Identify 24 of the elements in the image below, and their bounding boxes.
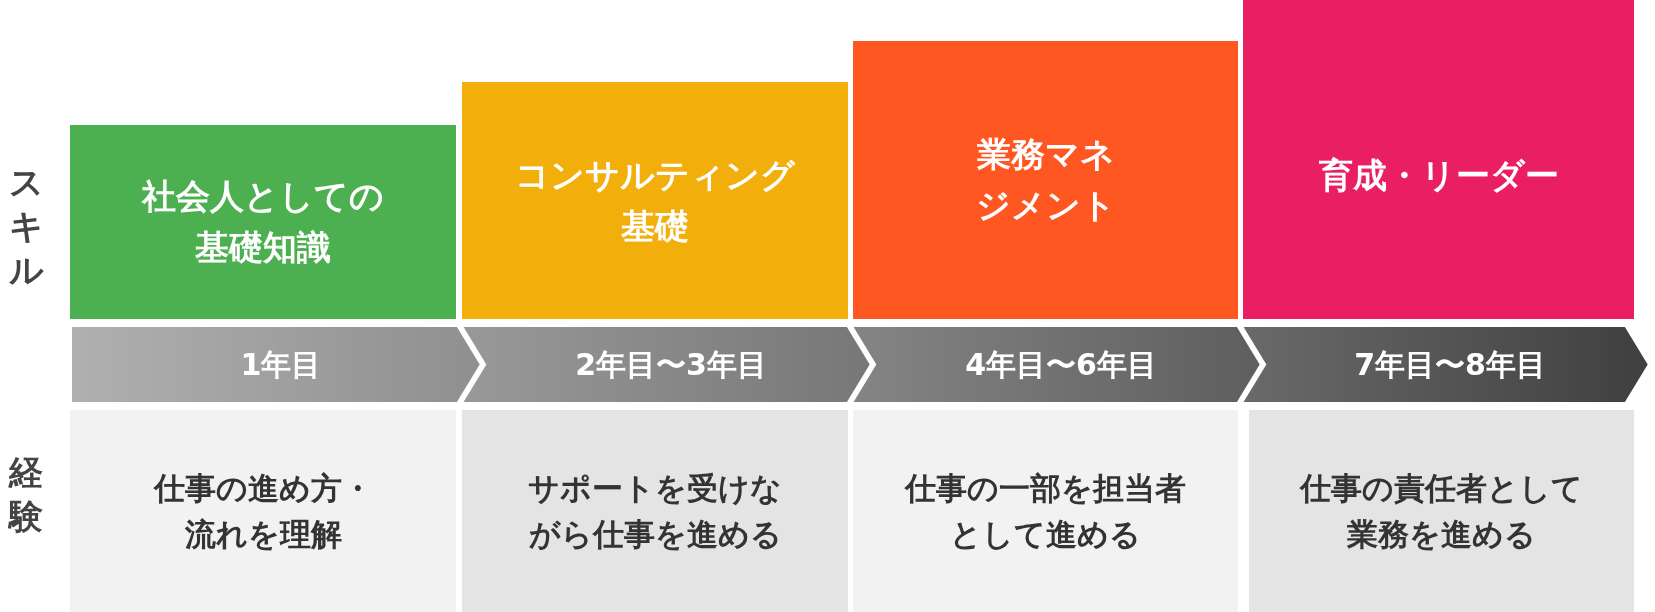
skill-box (462, 82, 848, 319)
experience-text: 仕事の責任者として業務を進める (1299, 468, 1584, 554)
experience-text: 仕事の一部を担当者として進める (903, 468, 1187, 554)
skill-title: 業務マネジメント (974, 133, 1117, 227)
year-label: 2年目〜3年目 (574, 346, 767, 384)
row-label: スキル (8, 161, 44, 293)
experience-box (1249, 410, 1634, 612)
row-label: 経験 (8, 451, 44, 539)
experience-text: 仕事の進め方・流れを理解 (152, 468, 374, 554)
year-label: 1年目 (239, 346, 322, 384)
skill-box (70, 125, 456, 319)
experience-box (462, 410, 848, 612)
skill-title: 社会人としての基礎知識 (140, 175, 385, 269)
chevron-band (850, 325, 1262, 404)
skill-box (853, 41, 1238, 319)
chevron-band (1240, 325, 1650, 404)
experience-text: サポートを受けながら仕事を進める (527, 468, 783, 554)
skill-title: コンサルティング基礎 (515, 153, 795, 248)
year-label: 4年目〜6年目 (964, 346, 1157, 384)
chevron-band (460, 325, 872, 404)
chevron-band (70, 325, 482, 404)
skill-box (1243, 0, 1634, 319)
year-label: 7年目〜8年目 (1353, 346, 1546, 384)
skill-title: 育成・リーダー (1318, 154, 1559, 197)
